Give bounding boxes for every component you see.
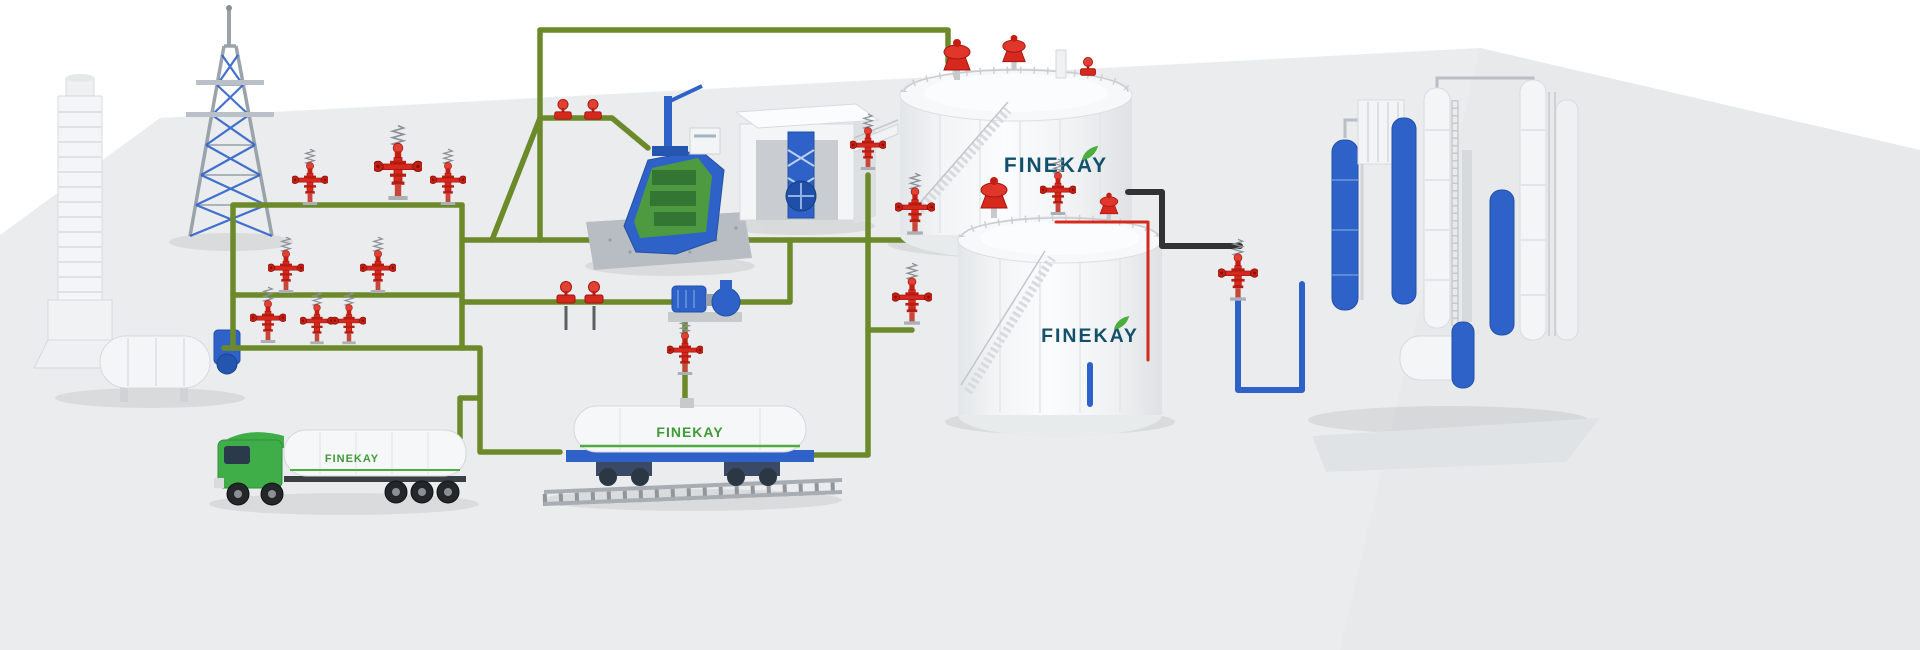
cab-wheels [226, 482, 284, 506]
storage-tank-lower: FINEKAY [957, 158, 1163, 437]
column-blue [1489, 189, 1515, 336]
tank-upper-brand-label: FINEKAY [1004, 154, 1108, 177]
ship-crane-mast [664, 96, 672, 154]
column-white [1423, 87, 1451, 329]
railcar-brand-label: FINEKAY [656, 424, 723, 440]
inline-valves [554, 98, 604, 330]
pipeline-black [1125, 189, 1243, 249]
column-white [1555, 99, 1579, 341]
pipeline-riser-green [797, 172, 915, 458]
relief-valve-icon [1080, 56, 1096, 76]
trailer-chassis [284, 476, 466, 482]
process-building [734, 103, 880, 224]
brand-leaf-icon [1114, 316, 1130, 330]
centrifugal-pump [668, 280, 742, 322]
storage-tank-upper: FINEKAY [899, 34, 1133, 259]
truck-brand-label: FINEKAY [325, 453, 379, 465]
tank-lower-brand-label: FINEKAY [1041, 325, 1139, 347]
column-white [1519, 79, 1547, 341]
ship-bridge [689, 127, 721, 155]
trailer-wheels [384, 480, 460, 504]
distillation-column-group [1312, 76, 1600, 472]
rail-tanker: FINEKAY [542, 398, 844, 506]
antenna-mast [227, 8, 231, 46]
brand-leaf-icon [1082, 145, 1099, 161]
rails [543, 478, 843, 506]
tanker-truck: FINEKAY [214, 429, 467, 506]
flatbed-frame [566, 450, 814, 462]
column-blue [1391, 117, 1417, 305]
vessel-blue-small [1451, 321, 1475, 389]
column-blue [1331, 139, 1359, 311]
windshield [224, 446, 250, 464]
trailer-tank [283, 429, 467, 477]
loading-dock-ship [586, 84, 752, 270]
pipeline-blue [1235, 281, 1305, 393]
spiral-staircase [964, 255, 1056, 395]
column-gray [1462, 150, 1472, 322]
ladder [1451, 100, 1459, 326]
ground-platform-right-shade [1340, 48, 1920, 650]
spiral-staircase [908, 107, 1012, 223]
tank-vent-icon [1002, 34, 1026, 71]
